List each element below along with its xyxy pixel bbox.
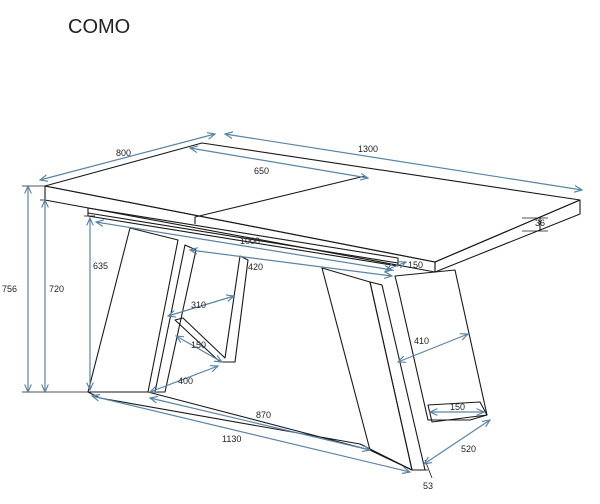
extension-lines (22, 185, 548, 479)
front-left-leg (87, 227, 179, 393)
label-leg-inner-height: 635 (93, 261, 108, 271)
dim-line-400 (150, 366, 218, 392)
dimension-labels: 800 1300 650 36 756 720 635 1000 420 150… (2, 144, 545, 491)
dim-line-520 (424, 420, 490, 464)
front-base-plate (87, 391, 413, 471)
label-height-under-top: 720 (49, 284, 64, 294)
label-leg-thickness: 53 (423, 481, 433, 491)
inner-left-leg (154, 244, 197, 393)
dim-line-1000 (96, 222, 392, 270)
table-outline (44, 142, 581, 471)
label-width-closed: 800 (116, 148, 131, 158)
label-leg-side-width: 410 (414, 336, 429, 346)
dim-line-150-inner (176, 336, 222, 362)
dim-line-410 (398, 334, 468, 362)
dim-line-310 (168, 296, 234, 316)
label-base-length-inner: 870 (256, 410, 271, 420)
dim-line-870 (150, 398, 370, 450)
label-leg-base-depth: 400 (178, 376, 193, 386)
label-inner-leg-gap: 310 (191, 300, 206, 310)
extension-leaf-seam (194, 175, 366, 224)
label-rail-width: 420 (248, 262, 263, 272)
label-rail-length: 1000 (240, 236, 260, 246)
label-inner-leg-foot: 150 (191, 340, 206, 350)
dim-line-420 (190, 250, 392, 276)
front-right-leg-side (369, 281, 426, 471)
dimension-lines (28, 134, 582, 472)
dim-line-1300 (225, 134, 582, 190)
dim-line-800 (40, 134, 215, 180)
table-top-side-edge (434, 199, 581, 273)
label-rail-offset: 150 (408, 260, 423, 270)
label-length-total: 1300 (358, 144, 378, 154)
label-foot-depth: 520 (461, 444, 476, 454)
label-foot-width: 150 (450, 402, 465, 412)
label-base-length-outer: 1130 (222, 434, 241, 444)
back-right-foot (427, 401, 488, 423)
product-title: COMO (68, 16, 130, 38)
dim-line-650 (190, 148, 368, 178)
dim-line-1130 (92, 396, 410, 472)
label-top-thickness: 36 (535, 218, 545, 228)
label-height-total: 756 (2, 284, 17, 294)
dim-line-150-top (386, 262, 406, 270)
label-extension-leaf: 650 (254, 166, 269, 176)
inner-back-leg (174, 255, 249, 363)
